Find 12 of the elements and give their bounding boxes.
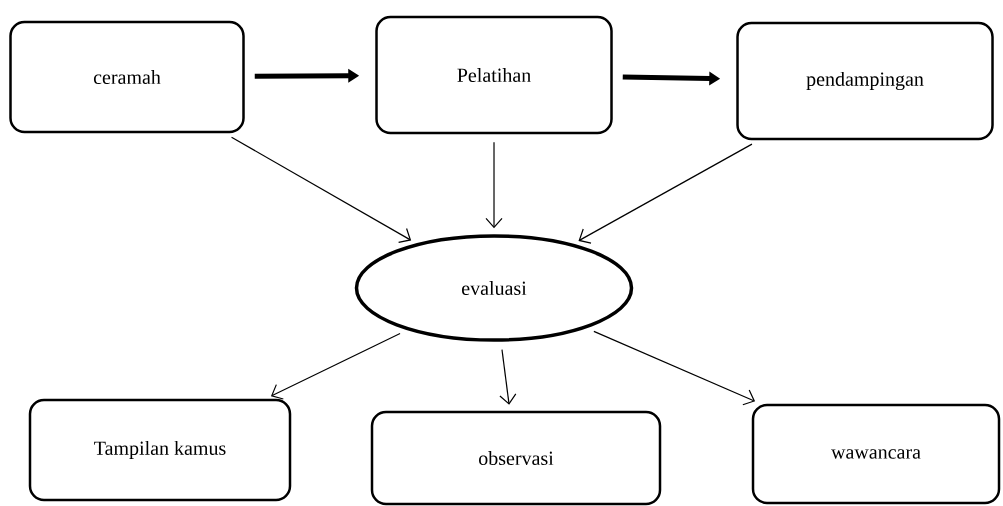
process-box: observasi [370, 410, 662, 506]
process-box: Tampilan kamus [28, 398, 292, 502]
process-box: ceramah [9, 20, 245, 134]
arrow [593, 330, 756, 406]
arrow [485, 141, 503, 229]
process-box: Pelatihan [375, 15, 613, 135]
process-box: wawancara [751, 403, 1001, 505]
arrow [230, 136, 412, 243]
arrow [578, 143, 753, 244]
process-box: pendampingan [736, 21, 994, 141]
arrow [270, 332, 401, 400]
arrow [499, 349, 517, 405]
